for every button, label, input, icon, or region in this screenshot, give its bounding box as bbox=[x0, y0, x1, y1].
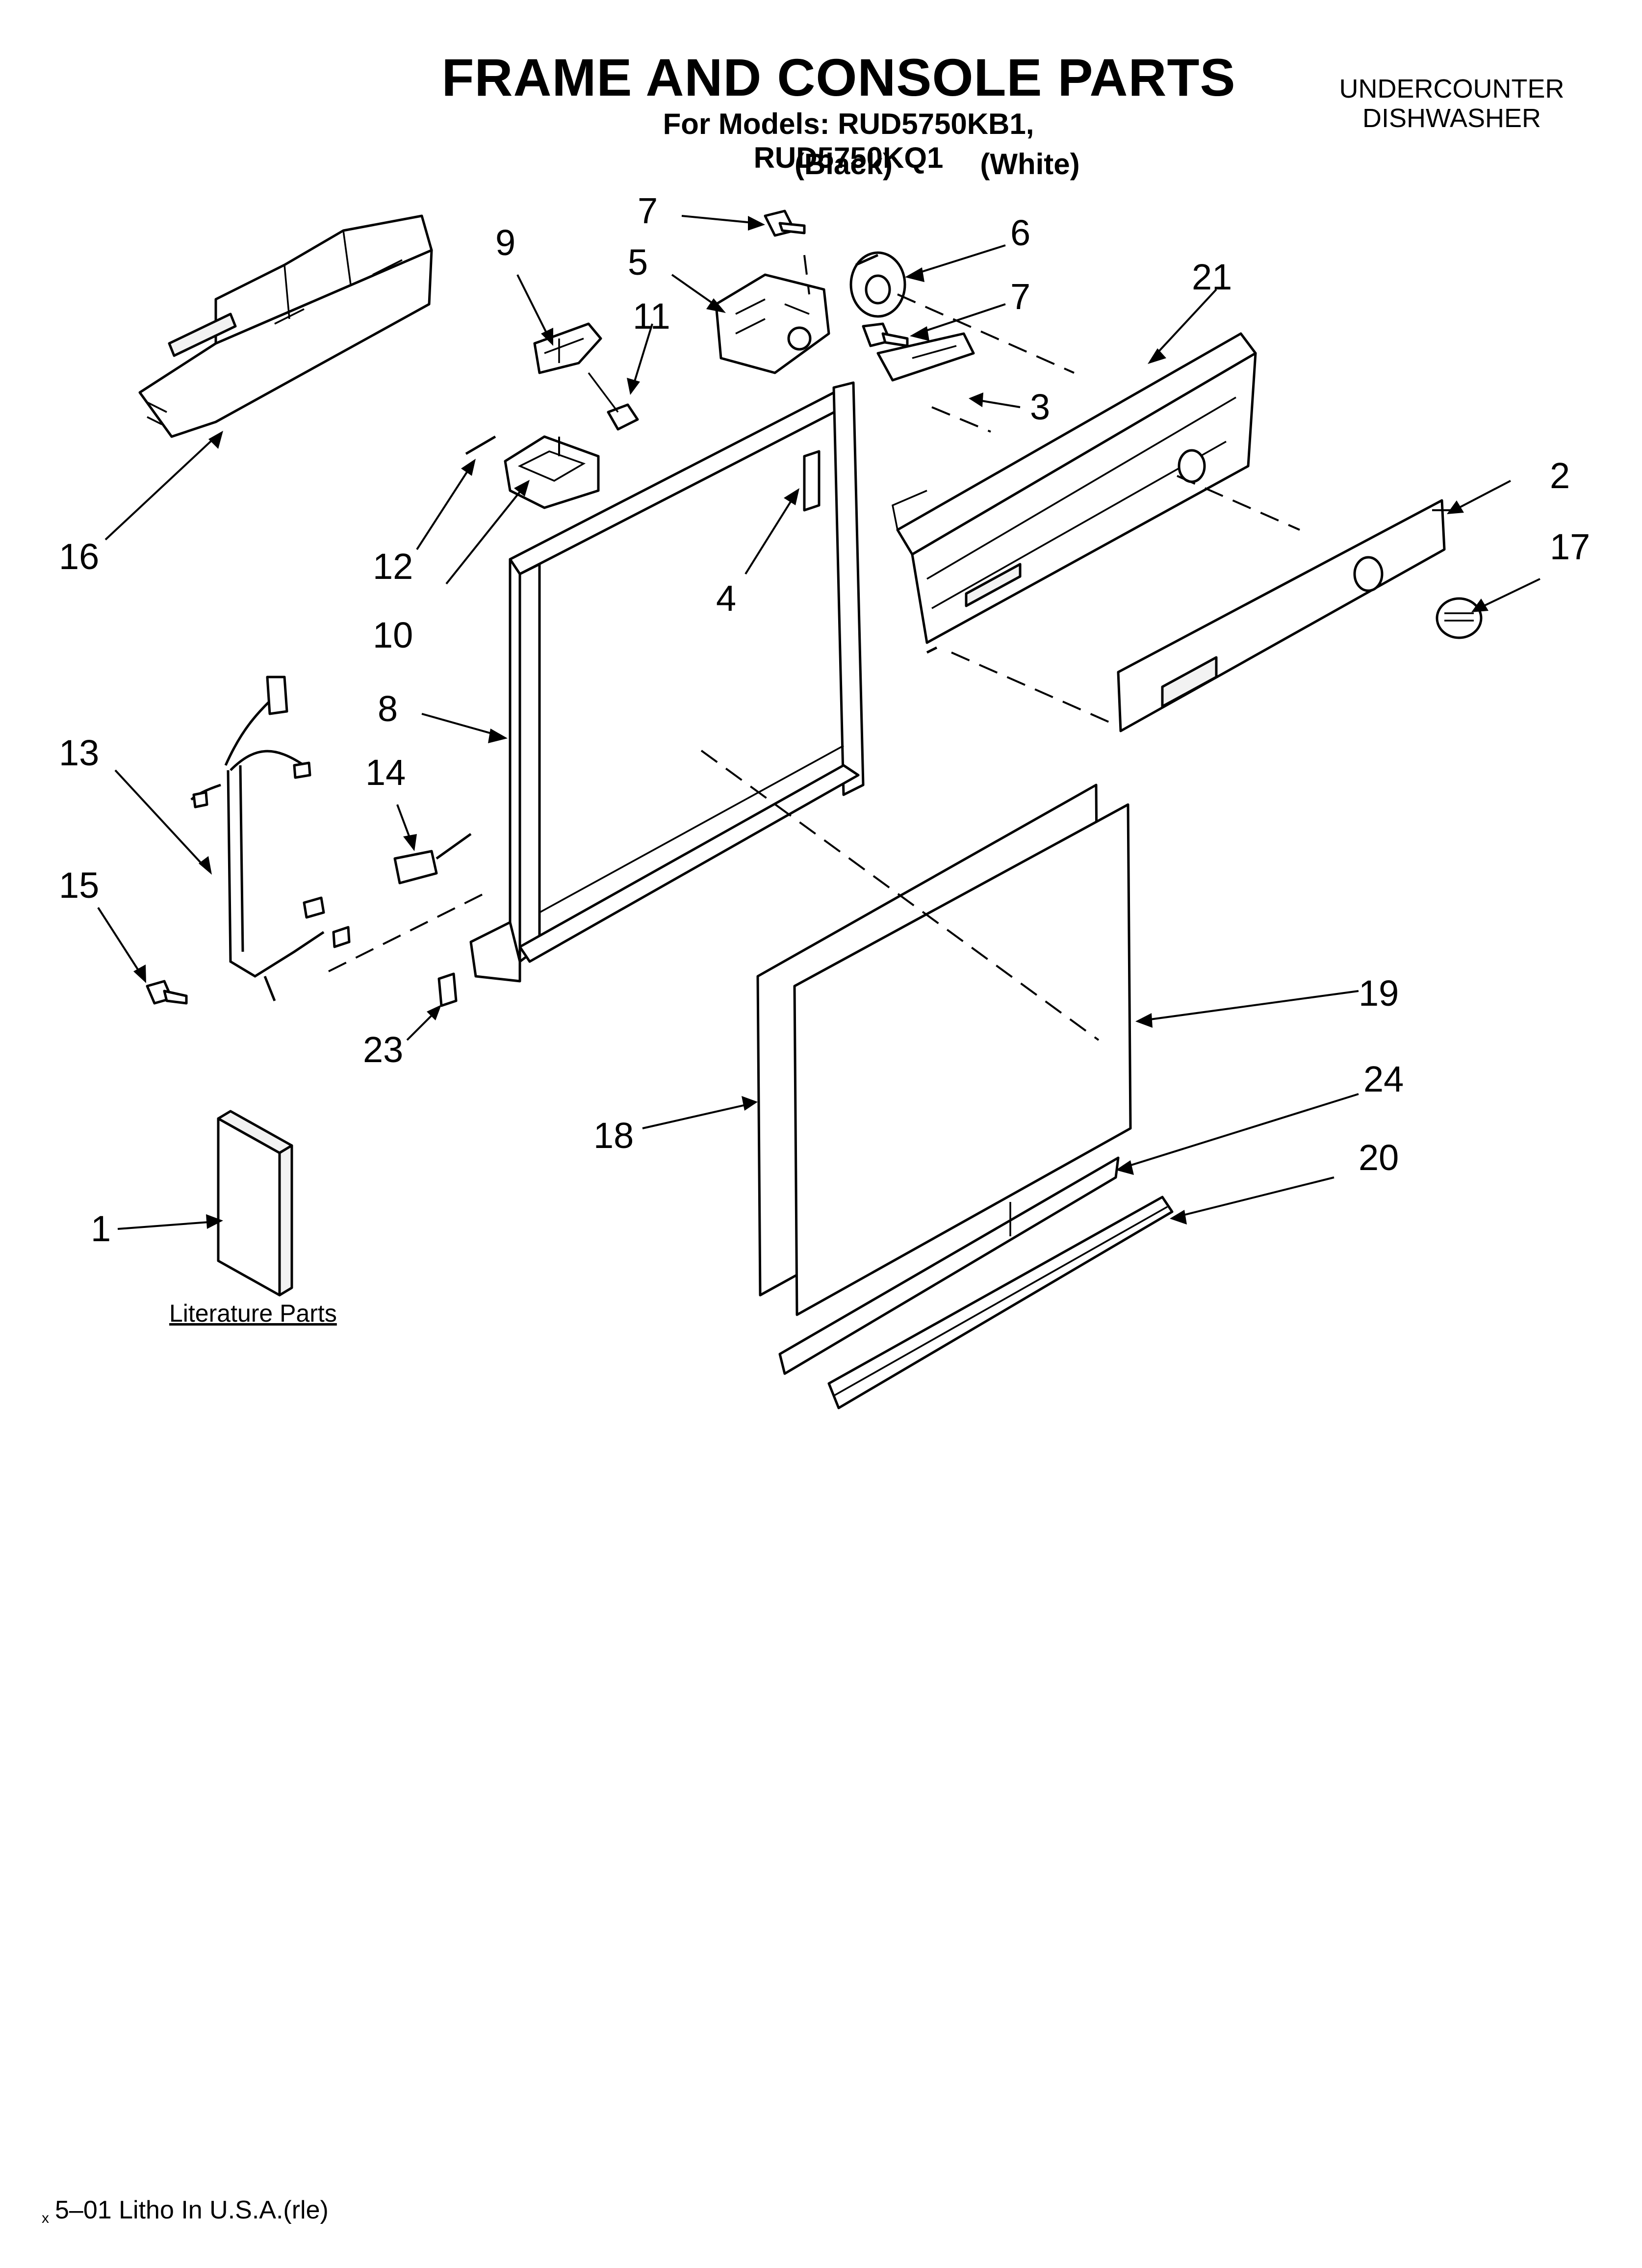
part-16-cover bbox=[138, 214, 433, 438]
callout-11: 11 bbox=[633, 296, 670, 337]
callout-labels: 7 6 5 7 21 3 9 11 2 17 16 12 4 10 8 13 1… bbox=[59, 190, 1590, 1249]
callout-1: 1 bbox=[91, 1208, 111, 1249]
part-21-console bbox=[896, 332, 1257, 654]
part-7-screw-mid bbox=[862, 322, 909, 347]
callout-18: 18 bbox=[593, 1115, 634, 1156]
part-19-door-panel-front bbox=[793, 803, 1132, 1316]
callout-7-top: 7 bbox=[638, 190, 658, 231]
callout-9: 9 bbox=[495, 222, 515, 263]
callout-13: 13 bbox=[59, 732, 99, 773]
model-numbers: For Models: RUD5750KB1, RUD5750KQ1 bbox=[663, 107, 1034, 174]
callout-4: 4 bbox=[716, 578, 736, 619]
part-1-literature bbox=[217, 1110, 293, 1297]
part-15-screw bbox=[146, 980, 188, 1005]
appliance-type-line1: UNDERCOUNTER bbox=[1339, 74, 1565, 104]
part-12-spacer bbox=[465, 435, 496, 455]
part-7-screw-top bbox=[764, 209, 806, 237]
callout-23: 23 bbox=[363, 1029, 403, 1070]
alignment-lines bbox=[328, 255, 1300, 1041]
callout-7-mid: 7 bbox=[1010, 276, 1030, 317]
part-2-panel-overlay bbox=[1117, 499, 1446, 732]
part-5-timer-bracket bbox=[715, 273, 830, 374]
callout-15: 15 bbox=[59, 865, 99, 906]
part-20-kick-trim bbox=[827, 1196, 1174, 1409]
callout-14: 14 bbox=[365, 752, 406, 793]
part-24-trim-strip bbox=[778, 1156, 1120, 1375]
callout-2: 2 bbox=[1550, 455, 1570, 496]
callout-21: 21 bbox=[1192, 257, 1232, 297]
part-9-switch-bracket bbox=[533, 322, 602, 374]
callout-12: 12 bbox=[373, 546, 413, 587]
callout-8: 8 bbox=[378, 688, 398, 729]
part-17-knob bbox=[1436, 597, 1483, 639]
print-info: 5–01 Litho In U.S.A.(rle) bbox=[55, 2196, 329, 2224]
leader-lines bbox=[97, 215, 1540, 1230]
callout-3: 3 bbox=[1030, 387, 1050, 427]
part-3-switch-module bbox=[876, 332, 975, 382]
footer-mark: x bbox=[42, 2210, 49, 2226]
callout-20: 20 bbox=[1359, 1137, 1399, 1178]
part-23-clip bbox=[437, 972, 458, 1007]
callout-16: 16 bbox=[59, 536, 99, 577]
diagram-title-text: FRAME AND CONSOLE PARTS bbox=[441, 48, 1236, 107]
callout-6: 6 bbox=[1010, 212, 1030, 253]
appliance-type-line2: DISHWASHER bbox=[1362, 104, 1541, 133]
callout-24: 24 bbox=[1363, 1059, 1404, 1099]
literature-parts-label: Literature Parts bbox=[169, 1300, 337, 1327]
callout-19: 19 bbox=[1359, 973, 1399, 1014]
callout-5: 5 bbox=[628, 242, 648, 283]
part-13-wire-harness bbox=[190, 676, 351, 1001]
callout-10: 10 bbox=[373, 615, 413, 655]
part-6-timer-knob bbox=[849, 251, 906, 318]
part-8-door-frame bbox=[469, 381, 865, 983]
part-14-connector bbox=[393, 833, 472, 885]
color-black-label: (Black) bbox=[794, 148, 893, 181]
callout-17: 17 bbox=[1550, 526, 1590, 567]
part-11-door-switch bbox=[588, 372, 639, 431]
part-10-switch-holder bbox=[504, 435, 600, 509]
color-white-label: (White) bbox=[980, 148, 1080, 181]
